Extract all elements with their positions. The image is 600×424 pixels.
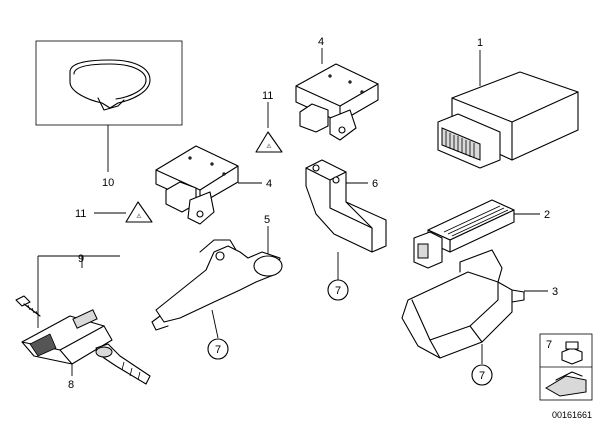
callout-4-upper: 4 (318, 36, 324, 48)
svg-text:⚠: ⚠ (136, 213, 142, 220)
callout-6: 6 (372, 178, 378, 190)
part-1-control-unit (437, 50, 579, 169)
part-3-holder (401, 249, 548, 364)
legend-number: 7 (546, 339, 552, 351)
callout-11-upper: 11 (262, 90, 273, 102)
nut-icon (561, 347, 583, 365)
ref-circle-holder: 7 (471, 364, 493, 386)
part-4-upper-sensor (295, 48, 379, 141)
callout-3: 3 (552, 286, 558, 298)
callout-9: 9 (78, 253, 84, 265)
part-6-bracket (305, 159, 387, 280)
callout-1: 1 (477, 37, 483, 49)
part-9-tpms-sensor (15, 255, 151, 385)
part-4-lower-sensor (155, 145, 262, 225)
part-5-arm-bracket (151, 226, 283, 339)
callout-11-lower: 11 (75, 208, 86, 220)
ref-circle-label: 7 (215, 344, 221, 356)
ref-circle-label: 7 (479, 370, 485, 382)
part-2-sensor (413, 199, 540, 269)
callout-10: 10 (102, 177, 114, 189)
callout-5: 5 (264, 214, 270, 226)
callout-4-lower: 4 (266, 178, 272, 190)
part-11-lower-warning-label: ⚠ (94, 201, 153, 223)
document-id: 00161661 (551, 410, 592, 420)
svg-text:⚠: ⚠ (266, 143, 272, 150)
part-10-tire-band (35, 40, 183, 172)
part-11-upper-warning-label: ⚠ (255, 102, 283, 153)
ref-circle-arm: 7 (207, 338, 229, 360)
ref-circle-bracket: 7 (327, 279, 349, 301)
ref-circle-label: 7 (335, 285, 341, 297)
callout-8: 8 (68, 379, 74, 391)
callout-2: 2 (544, 209, 550, 221)
legend-box: 7 (539, 333, 593, 401)
arrow-note-icon (545, 375, 587, 397)
